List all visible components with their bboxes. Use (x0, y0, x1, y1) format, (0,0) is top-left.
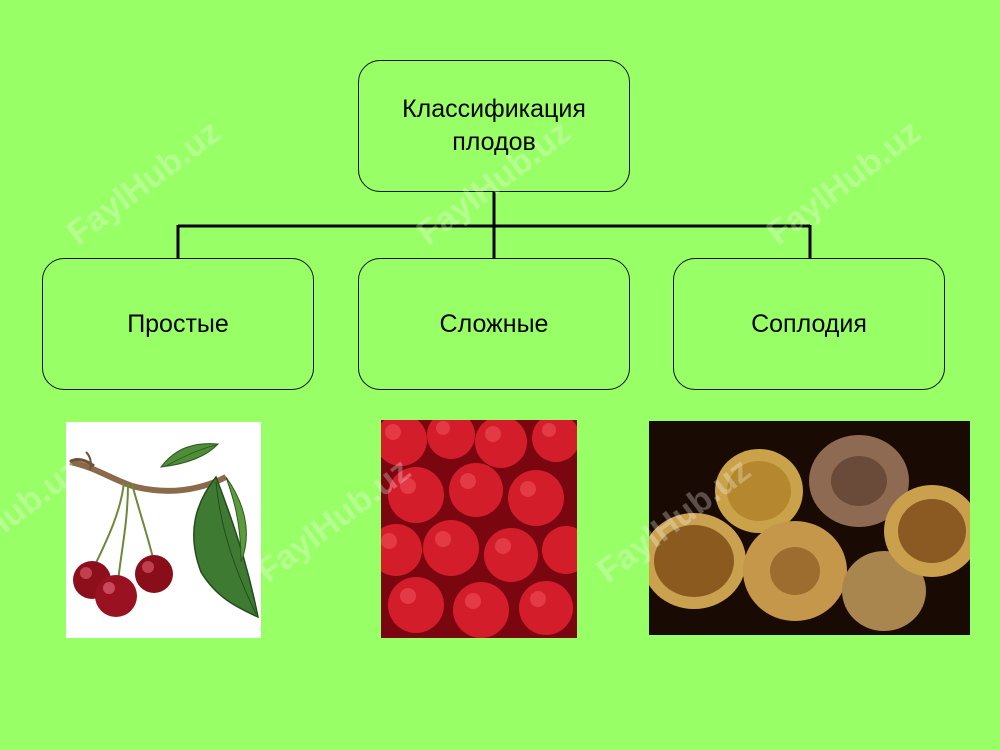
node-multiple: Соплодия (673, 258, 945, 390)
node-multiple-label: Соплодия (751, 309, 867, 338)
node-compound-label: Сложные (439, 309, 549, 338)
node-compound: Сложные (358, 258, 630, 390)
node-simple: Простые (42, 258, 314, 390)
root-label-line2: плодов (452, 128, 536, 156)
raspberry-photo (381, 420, 577, 638)
dried-fig-photo (649, 421, 970, 635)
root-label-line1: Классификация (402, 95, 586, 123)
root-node: Классификация плодов (358, 60, 630, 192)
cherry-illustration (66, 422, 261, 638)
node-simple-label: Простые (127, 309, 229, 338)
